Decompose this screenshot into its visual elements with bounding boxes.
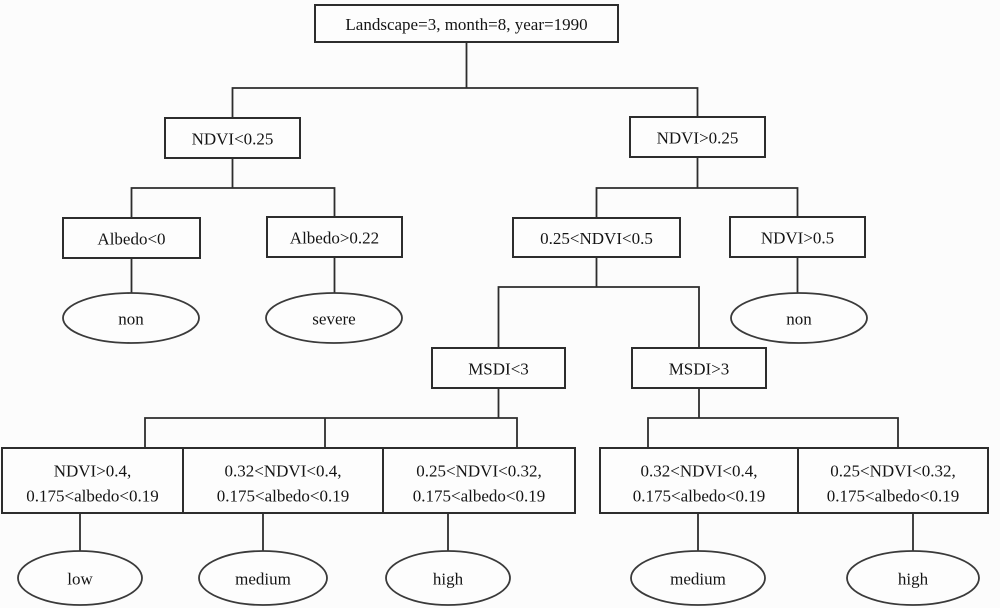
node-root-label: Landscape=3, month=8, year=1990 bbox=[345, 15, 587, 34]
node-ndvi-gt-025: NDVI>0.25 bbox=[629, 116, 766, 158]
node-albedo-gt-022: Albedo>0.22 bbox=[266, 216, 403, 258]
leaf-low-ellipse bbox=[17, 550, 143, 606]
leaf-high-right-ellipse bbox=[846, 550, 980, 606]
node-cond-high-left: 0.25<NDVI<0.32, 0.175<albedo<0.19 bbox=[382, 447, 576, 514]
node-cond-high-left-line2: 0.175<albedo<0.19 bbox=[413, 487, 546, 506]
node-msdi-gt-3-box bbox=[631, 347, 767, 389]
leaf-non-right-label: non bbox=[786, 310, 812, 329]
node-ndvi-gt-025-box bbox=[629, 116, 766, 158]
node-cond-medium-left-line2: 0.175<albedo<0.19 bbox=[217, 487, 350, 506]
node-ndvi-gt-025-label: NDVI>0.25 bbox=[657, 129, 739, 148]
node-cond-medium-left-box bbox=[182, 447, 384, 514]
node-ndvi-gt-05-box bbox=[729, 216, 866, 258]
node-ndvi-025-05-label: 0.25<NDVI<0.5 bbox=[540, 229, 653, 248]
node-ndvi-gt-05-label: NDVI>0.5 bbox=[761, 229, 834, 248]
leaf-low-label: low bbox=[67, 570, 93, 589]
node-msdi-lt-3-box bbox=[431, 347, 566, 389]
node-msdi-lt-3-label: MSDI<3 bbox=[468, 360, 529, 379]
node-albedo-gt-022-label: Albedo>0.22 bbox=[290, 229, 379, 248]
node-albedo-lt-0-box bbox=[62, 217, 201, 259]
node-msdi-lt-3: MSDI<3 bbox=[431, 347, 566, 389]
node-cond-low-box bbox=[1, 447, 184, 514]
node-ndvi-025-05-box bbox=[512, 217, 681, 258]
node-cond-medium-right-line2: 0.175<albedo<0.19 bbox=[633, 487, 766, 506]
node-cond-high-right-line1: 0.25<NDVI<0.32, bbox=[830, 462, 955, 481]
node-cond-medium-right-box bbox=[599, 447, 799, 514]
leaf-non-left: non bbox=[62, 292, 200, 344]
leaf-high-right-label: high bbox=[898, 570, 929, 589]
node-cond-low-line2: 0.175<albedo<0.19 bbox=[26, 487, 159, 506]
leaf-non-left-ellipse bbox=[62, 292, 200, 344]
node-root: Landscape=3, month=8, year=1990 bbox=[314, 4, 619, 43]
node-cond-high-right: 0.25<NDVI<0.32, 0.175<albedo<0.19 bbox=[797, 447, 989, 514]
leaf-non-right-ellipse bbox=[730, 292, 868, 344]
node-cond-low: NDVI>0.4, 0.175<albedo<0.19 bbox=[1, 447, 184, 514]
leaf-severe-ellipse bbox=[265, 292, 403, 344]
leaf-high-left-label: high bbox=[433, 570, 464, 589]
node-albedo-gt-022-box bbox=[266, 216, 403, 258]
leaf-medium-left-ellipse bbox=[198, 550, 328, 606]
node-ndvi-025-05: 0.25<NDVI<0.5 bbox=[512, 217, 681, 258]
leaf-high-right: high bbox=[846, 550, 980, 606]
node-msdi-gt-3: MSDI>3 bbox=[631, 347, 767, 389]
leaf-medium-right-ellipse bbox=[630, 550, 766, 606]
leaf-severe-label: severe bbox=[312, 310, 355, 329]
leaf-medium-right: medium bbox=[630, 550, 766, 606]
leaf-medium-left-label: medium bbox=[235, 570, 291, 589]
node-albedo-lt-0: Albedo<0 bbox=[62, 217, 201, 259]
node-cond-high-left-box bbox=[382, 447, 576, 514]
leaf-non-right: non bbox=[730, 292, 868, 344]
leaf-non-left-label: non bbox=[118, 310, 144, 329]
leaf-high-left: high bbox=[385, 550, 511, 606]
node-root-box bbox=[314, 4, 619, 43]
node-cond-medium-right: 0.32<NDVI<0.4, 0.175<albedo<0.19 bbox=[599, 447, 799, 514]
node-cond-medium-left: 0.32<NDVI<0.4, 0.175<albedo<0.19 bbox=[182, 447, 384, 514]
node-ndvi-lt-025-box bbox=[164, 117, 301, 159]
tree-connector-lines bbox=[79, 42, 914, 552]
node-cond-high-left-line1: 0.25<NDVI<0.32, bbox=[416, 462, 541, 481]
node-albedo-lt-0-label: Albedo<0 bbox=[97, 230, 165, 249]
node-ndvi-gt-05: NDVI>0.5 bbox=[729, 216, 866, 258]
leaf-medium-left: medium bbox=[198, 550, 328, 606]
node-cond-high-right-box bbox=[797, 447, 989, 514]
node-cond-medium-right-line1: 0.32<NDVI<0.4, bbox=[641, 462, 758, 481]
leaf-severe: severe bbox=[265, 292, 403, 344]
node-cond-medium-left-line1: 0.32<NDVI<0.4, bbox=[225, 462, 342, 481]
node-msdi-gt-3-label: MSDI>3 bbox=[669, 360, 730, 379]
leaf-medium-right-label: medium bbox=[670, 570, 726, 589]
leaf-high-left-ellipse bbox=[385, 550, 511, 606]
node-cond-high-right-line2: 0.175<albedo<0.19 bbox=[827, 487, 960, 506]
node-cond-low-line1: NDVI>0.4, bbox=[54, 462, 132, 481]
leaf-low: low bbox=[17, 550, 143, 606]
node-ndvi-lt-025: NDVI<0.25 bbox=[164, 117, 301, 159]
node-ndvi-lt-025-label: NDVI<0.25 bbox=[192, 130, 274, 149]
